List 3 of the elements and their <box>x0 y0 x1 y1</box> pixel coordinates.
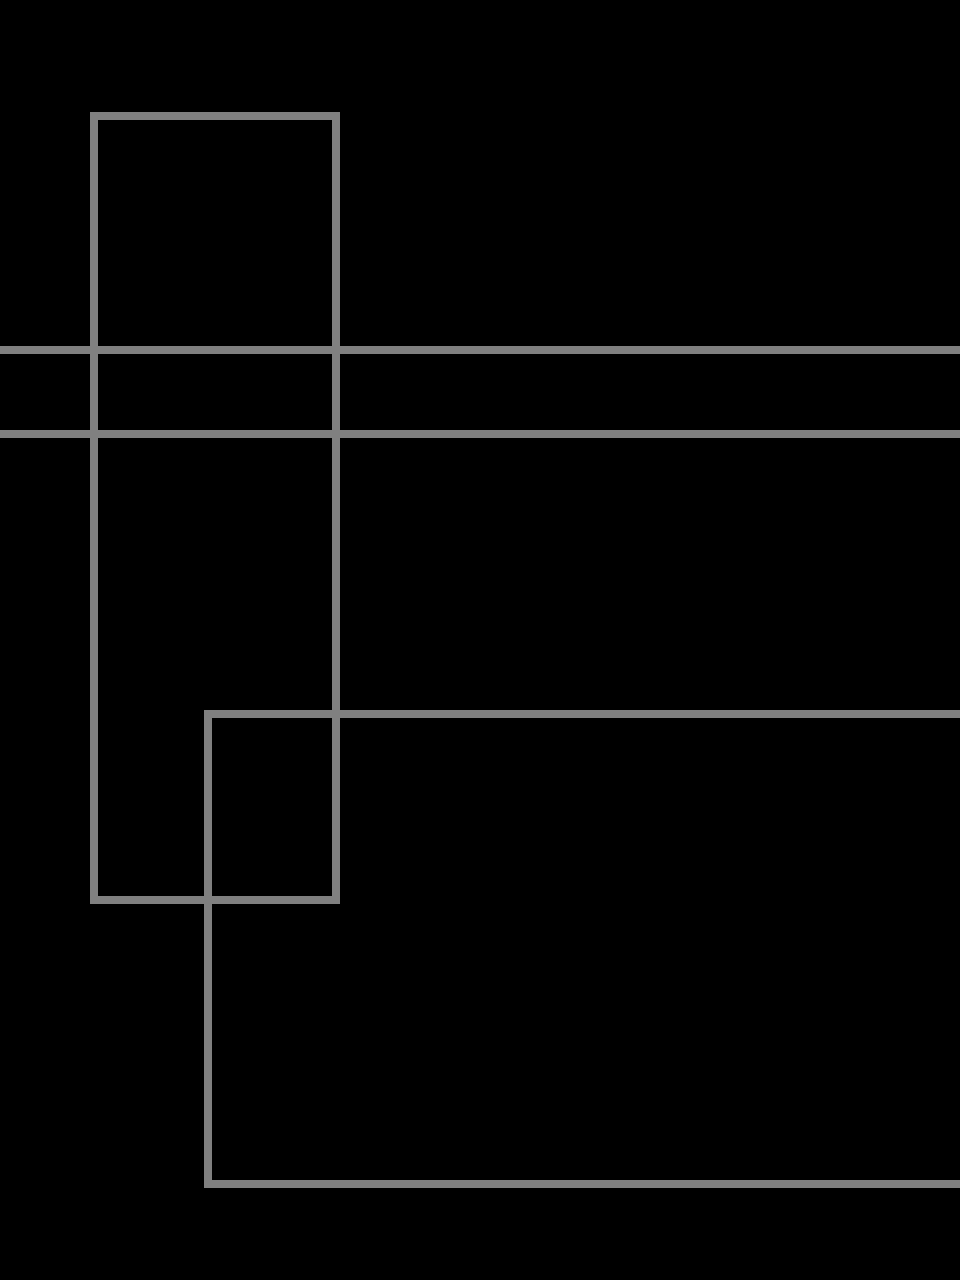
horizontal-band <box>0 346 960 438</box>
outline-rectangle <box>90 112 340 904</box>
outline-rectangle <box>204 710 960 1188</box>
